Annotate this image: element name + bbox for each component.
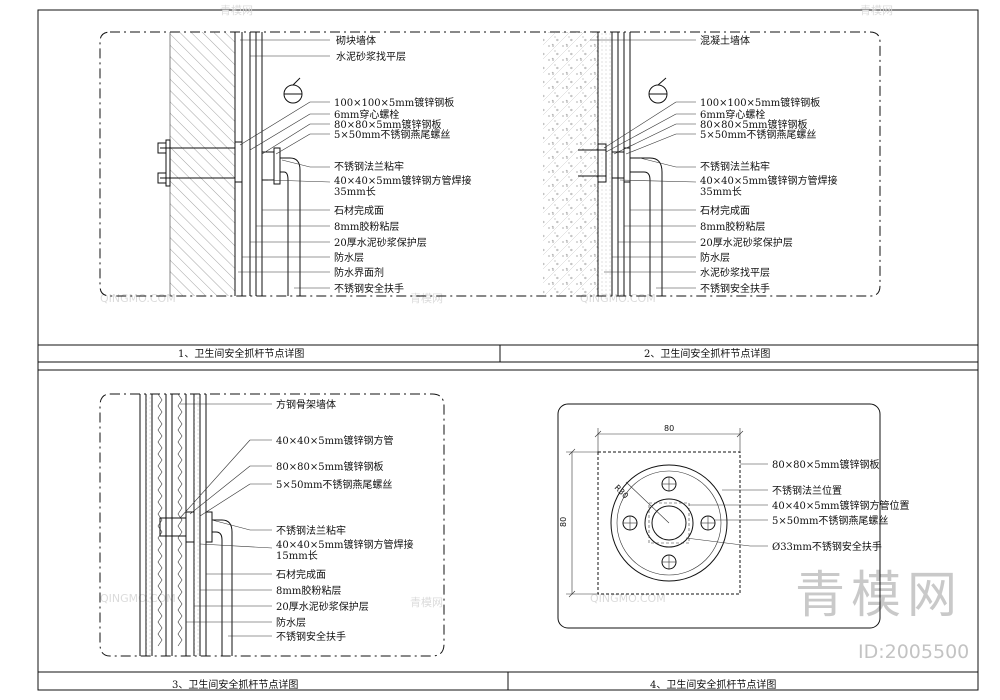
label-tube: 40×40×5mm镀锌钢方管焊接 — [700, 174, 838, 187]
watermark-small: 青模网 — [860, 4, 893, 17]
label-handrail: 不锈钢安全扶手 — [334, 282, 404, 295]
detail-1-labels: 砌块墙体 水泥砂浆找平层 100×100×5mm镀锌钢板 6mm穿心螺栓 80×… — [334, 34, 472, 295]
label-waterproof: 防水层 — [700, 251, 730, 264]
label-leveling: 水泥砂浆找平层 — [336, 50, 406, 63]
detail-3: 方钢骨架墙体 40×40×5mm镀锌钢方管 80×80×5mm镀锌钢板 5×50… — [99, 393, 445, 691]
label-screw: 5×50mm不锈钢燕尾螺丝 — [772, 514, 888, 527]
label-wall: 方钢骨架墙体 — [276, 398, 336, 411]
label-flange: 不锈钢法兰粘牢 — [276, 524, 346, 537]
label-flange: 不锈钢法兰粘牢 — [334, 160, 404, 173]
label-wall: 混凝土墙体 — [700, 34, 750, 47]
label-tube-position: 40×40×5mm镀锌钢方管位置 — [772, 499, 910, 512]
label-flange: 不锈钢法兰粘牢 — [700, 160, 770, 173]
label-handrail: 不锈钢安全扶手 — [700, 282, 770, 295]
label-stone: 石材完成面 — [700, 204, 750, 217]
sheet-frame — [37, 9, 979, 691]
screw-icon — [622, 476, 716, 570]
label-waterproof: 防水层 — [276, 616, 306, 629]
label-plate-100: 100×100×5mm镀锌钢板 — [700, 96, 820, 109]
dim-width: 80 — [664, 424, 674, 433]
label-plate-80: 80×80×5mm镀锌钢板 — [276, 460, 384, 473]
label-plate-80: 80×80×5mm镀锌钢板 — [334, 118, 442, 131]
label-square-tube: 40×40×5mm镀锌钢方管 — [276, 434, 394, 447]
label-tube-length: 35mm长 — [334, 186, 376, 198]
detail-2: 混凝土墙体 100×100×5mm镀锌钢板 6mm穿心螺栓 80×80×5mm镀… — [543, 32, 838, 360]
detail-4-title: 4、卫生间安全抓杆节点详图 — [650, 678, 776, 691]
watermark-id: ID:2005500 — [858, 641, 969, 663]
label-adhesive: 8mm胶粉粘层 — [334, 220, 399, 233]
label-mortar: 20厚水泥砂浆保护层 — [700, 236, 793, 249]
detail-1-title: 1、卫生间安全抓杆节点详图 — [178, 347, 304, 360]
watermark-small: QINGMO.COM — [100, 592, 176, 605]
detail-3-labels: 方钢骨架墙体 40×40×5mm镀锌钢方管 80×80×5mm镀锌钢板 5×50… — [276, 398, 414, 643]
watermark-small: 青模网 — [410, 596, 443, 609]
label-screw: 5×50mm不锈钢燕尾螺丝 — [276, 478, 392, 491]
radius-label: R30 — [613, 483, 631, 501]
watermark-brand: 青模网 — [795, 566, 963, 624]
watermark-small: 青模网 — [220, 4, 253, 17]
label-adhesive: 8mm胶粉粘层 — [276, 584, 341, 597]
detail-4-labels: 80×80×5mm镀锌钢板 不锈钢法兰位置 40×40×5mm镀锌钢方管位置 5… — [772, 458, 910, 553]
dim-height: 80 — [559, 517, 568, 527]
label-screw: 5×50mm不锈钢燕尾螺丝 — [700, 128, 816, 141]
label-screw: 5×50mm不锈钢燕尾螺丝 — [334, 128, 450, 141]
label-plate-80: 80×80×5mm镀锌钢板 — [700, 118, 808, 131]
label-handrail: 不锈钢安全扶手 — [276, 630, 346, 643]
watermark-small: 青模网 — [410, 292, 443, 305]
label-bolt: 6mm穿心螺栓 — [334, 108, 399, 121]
label-tube-length: 35mm长 — [700, 186, 742, 198]
detail-2-title: 2、卫生间安全抓杆节点详图 — [644, 347, 770, 360]
label-wall: 砌块墙体 — [336, 34, 376, 47]
label-stone: 石材完成面 — [276, 568, 326, 581]
label-adhesive: 8mm胶粉粘层 — [700, 220, 765, 233]
detail-2-labels: 混凝土墙体 100×100×5mm镀锌钢板 6mm穿心螺栓 80×80×5mm镀… — [700, 34, 838, 295]
label-flange-position: 不锈钢法兰位置 — [772, 484, 842, 497]
label-mortar: 20厚水泥砂浆保护层 — [334, 236, 427, 249]
label-mortar: 20厚水泥砂浆保护层 — [276, 600, 369, 613]
watermark-small: QINGMO.COM — [100, 292, 176, 305]
label-tube: 40×40×5mm镀锌钢方管焊接 — [276, 538, 414, 551]
label-tube-length: 15mm长 — [276, 550, 318, 562]
label-interface: 防水界面剂 — [334, 266, 384, 279]
label-waterproof: 防水层 — [334, 251, 364, 264]
detail-1: 砌块墙体 水泥砂浆找平层 100×100×5mm镀锌钢板 6mm穿心螺栓 80×… — [99, 31, 881, 360]
detail-3-title: 3、卫生间安全抓杆节点详图 — [172, 678, 298, 691]
label-handrail: Ø33mm不锈钢安全扶手 — [772, 540, 882, 553]
label-plate-80: 80×80×5mm镀锌钢板 — [772, 458, 880, 471]
label-bolt: 6mm穿心螺栓 — [700, 108, 765, 121]
label-stone: 石材完成面 — [334, 204, 384, 217]
label-leveling: 水泥砂浆找平层 — [700, 266, 770, 279]
detail-4: 80 80 R30 80× — [557, 403, 910, 691]
label-tube: 40×40×5mm镀锌钢方管焊接 — [334, 174, 472, 187]
label-plate-100: 100×100×5mm镀锌钢板 — [334, 96, 454, 109]
watermark-small: QINGMO.COM — [590, 592, 666, 605]
